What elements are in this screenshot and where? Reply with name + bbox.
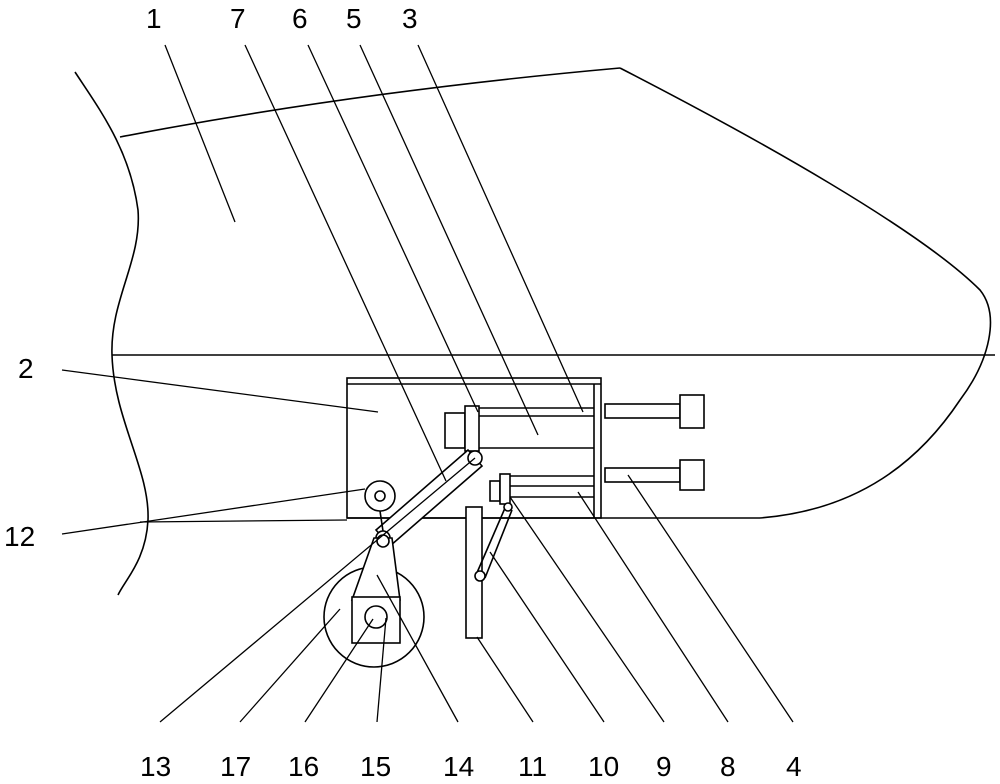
label-9: 9: [656, 751, 672, 782]
leader-10: [489, 551, 605, 723]
latch-link-right: [484, 509, 513, 579]
leader-17: [239, 608, 341, 723]
label-12: 12: [4, 521, 35, 552]
label-17: 17: [220, 751, 251, 782]
lower-actuator: [489, 459, 705, 505]
label-15: 15: [360, 751, 391, 782]
latch-mechanism: [465, 502, 513, 639]
vehicle-body: [74, 67, 995, 596]
label-3: 3: [402, 3, 418, 34]
label-1: 1: [146, 3, 162, 34]
label-6: 6: [292, 3, 308, 34]
leader-12a: [61, 488, 366, 535]
latch-link-left: [475, 507, 506, 576]
leader-4: [627, 474, 794, 723]
leader-2: [61, 369, 379, 413]
label-13: 13: [140, 751, 171, 782]
leader-13: [159, 457, 476, 723]
latch-bottom-pivot: [474, 570, 486, 582]
leader-9: [509, 496, 665, 723]
label-14: 14: [443, 751, 474, 782]
leader-3: [417, 44, 584, 413]
left-break-line: [74, 71, 149, 596]
leader-16: [304, 618, 374, 723]
leader-8: [577, 491, 729, 723]
upper-cylinder-head: [679, 394, 705, 429]
leader-15: [376, 617, 387, 723]
label-16: 16: [288, 751, 319, 782]
label-11: 11: [518, 751, 547, 782]
leader-lines: [61, 44, 794, 723]
leg-top-pivot: [376, 534, 390, 548]
lower-cylinder-head: [679, 459, 705, 491]
leader-7: [244, 44, 447, 482]
upper-motor-block: [444, 412, 466, 449]
leader-14: [376, 574, 459, 723]
upper-slider-plate: [464, 405, 480, 452]
label-5: 5: [346, 3, 362, 34]
upper-cylinder-body: [604, 403, 681, 419]
lower-slider-plate: [499, 473, 511, 505]
roller-hub: [374, 490, 386, 502]
label-4: 4: [786, 751, 802, 782]
leader-12b: [139, 519, 348, 523]
latch-top-pivot: [503, 502, 513, 512]
arm-to-roller-line: [379, 510, 384, 532]
linkage-mechanism: [364, 448, 484, 548]
roof-line: [119, 67, 621, 138]
lower-motor-block: [489, 480, 501, 502]
labels: 1 7 6 5 3 2 12 13 17 16 15 14 11 10 9 8 …: [4, 3, 802, 782]
hub-axle: [364, 605, 388, 629]
leader-5: [359, 44, 539, 436]
label-10: 10: [588, 751, 619, 782]
label-7: 7: [230, 3, 246, 34]
leader-11: [476, 636, 534, 723]
front-nose-line: [619, 67, 992, 519]
upper-actuator: [444, 394, 705, 452]
label-2: 2: [18, 353, 34, 384]
wheel-assembly: [323, 534, 425, 668]
label-8: 8: [720, 751, 736, 782]
leader-1: [164, 44, 236, 223]
lower-cylinder-body: [604, 467, 681, 483]
leader-6: [307, 44, 479, 413]
